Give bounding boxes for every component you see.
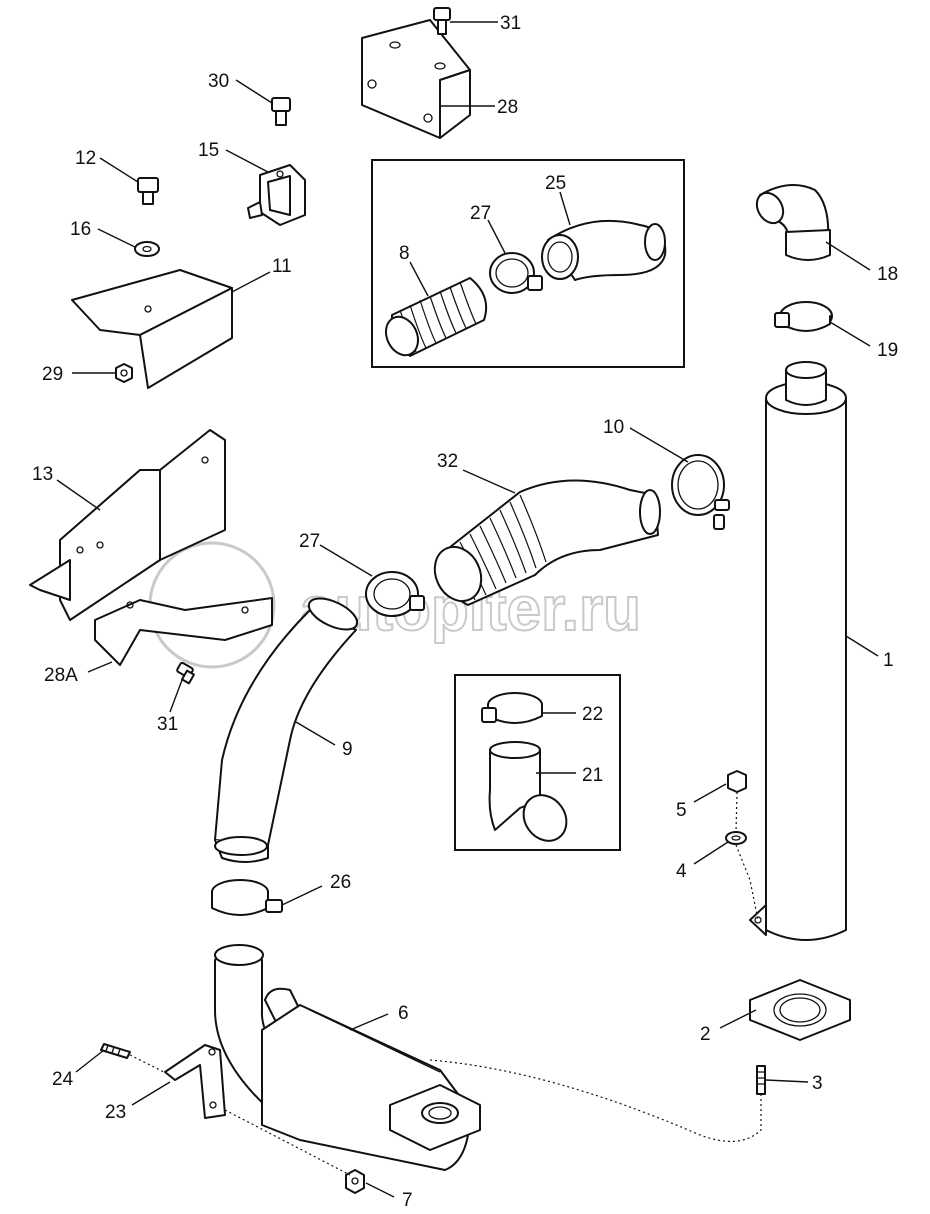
callout-21: 21: [582, 765, 603, 786]
clip-15: [247, 164, 306, 226]
muffler-1: [749, 361, 847, 941]
callout-7: 7: [402, 1190, 413, 1211]
kit-box-lower: [454, 674, 621, 851]
callout-19: 19: [877, 340, 898, 361]
flex-hose-32: [433, 479, 661, 606]
clamp-27-upper: [489, 252, 543, 294]
bolt-12: [137, 177, 159, 205]
callout-labels: 31 28 30 15 12 16 11 29 25 27 8 18 19 10…: [32, 13, 898, 1211]
callout-28: 28: [497, 97, 518, 118]
callout-23: 23: [105, 1102, 126, 1123]
pipe-9: [214, 597, 359, 863]
callout-31-lower: 31: [157, 714, 178, 735]
clamp-22: [481, 692, 543, 724]
callout-31-top: 31: [500, 13, 521, 34]
callout-22: 22: [582, 704, 603, 725]
flex-tube-8: [384, 277, 488, 357]
callout-27-upper: 27: [470, 203, 491, 224]
stud-24: [100, 1043, 131, 1059]
bolt-30: [271, 97, 291, 126]
bracket-28: [361, 19, 471, 139]
clamp-26: [211, 879, 283, 916]
assembly-lines: [129, 791, 762, 1176]
callout-11: 11: [272, 256, 292, 277]
callout-15: 15: [198, 140, 219, 161]
bolt-31-lower: [176, 661, 195, 685]
callout-32: 32: [437, 451, 458, 472]
callout-13: 13: [32, 464, 53, 485]
shield-11: [71, 269, 233, 389]
clamp-10: [671, 454, 730, 530]
gasket-2: [749, 979, 851, 1041]
callout-4: 4: [676, 861, 687, 882]
callout-29: 29: [42, 364, 63, 385]
bracket-28a: [94, 597, 273, 666]
elbow-18: [755, 184, 831, 261]
callout-27-lower: 27: [299, 531, 320, 552]
bolt-31-top: [433, 7, 451, 35]
callout-3: 3: [812, 1073, 823, 1094]
callout-30: 30: [208, 71, 229, 92]
callout-6: 6: [398, 1003, 409, 1024]
clamp-19: [774, 301, 833, 332]
clamp-27-lower: [365, 571, 425, 617]
muffler-6: [261, 1004, 481, 1171]
elbow-hose-25: [541, 219, 667, 281]
elbow-21: [488, 741, 568, 842]
callout-26: 26: [330, 872, 351, 893]
callout-25: 25: [545, 173, 566, 194]
washer-16: [134, 241, 160, 257]
callout-5: 5: [676, 800, 687, 821]
bracket-13: [29, 429, 226, 621]
callout-18: 18: [877, 264, 898, 285]
callout-16: 16: [70, 219, 91, 240]
kit-box-upper: [371, 159, 685, 368]
callout-10: 10: [603, 417, 624, 438]
bracket-23: [164, 1044, 226, 1119]
washer-4: [725, 831, 747, 845]
callout-24: 24: [52, 1069, 74, 1090]
callout-28a: 28A: [44, 665, 78, 686]
callout-1: 1: [883, 650, 894, 671]
callout-8: 8: [399, 243, 410, 264]
nut-29: [115, 363, 133, 383]
nut-7: [345, 1169, 365, 1194]
callout-12: 12: [75, 148, 96, 169]
leader-lines: [56, 21, 879, 1198]
callout-9: 9: [342, 739, 353, 760]
nut-5: [727, 770, 747, 793]
callout-2: 2: [700, 1024, 711, 1045]
stud-3: [756, 1065, 766, 1095]
